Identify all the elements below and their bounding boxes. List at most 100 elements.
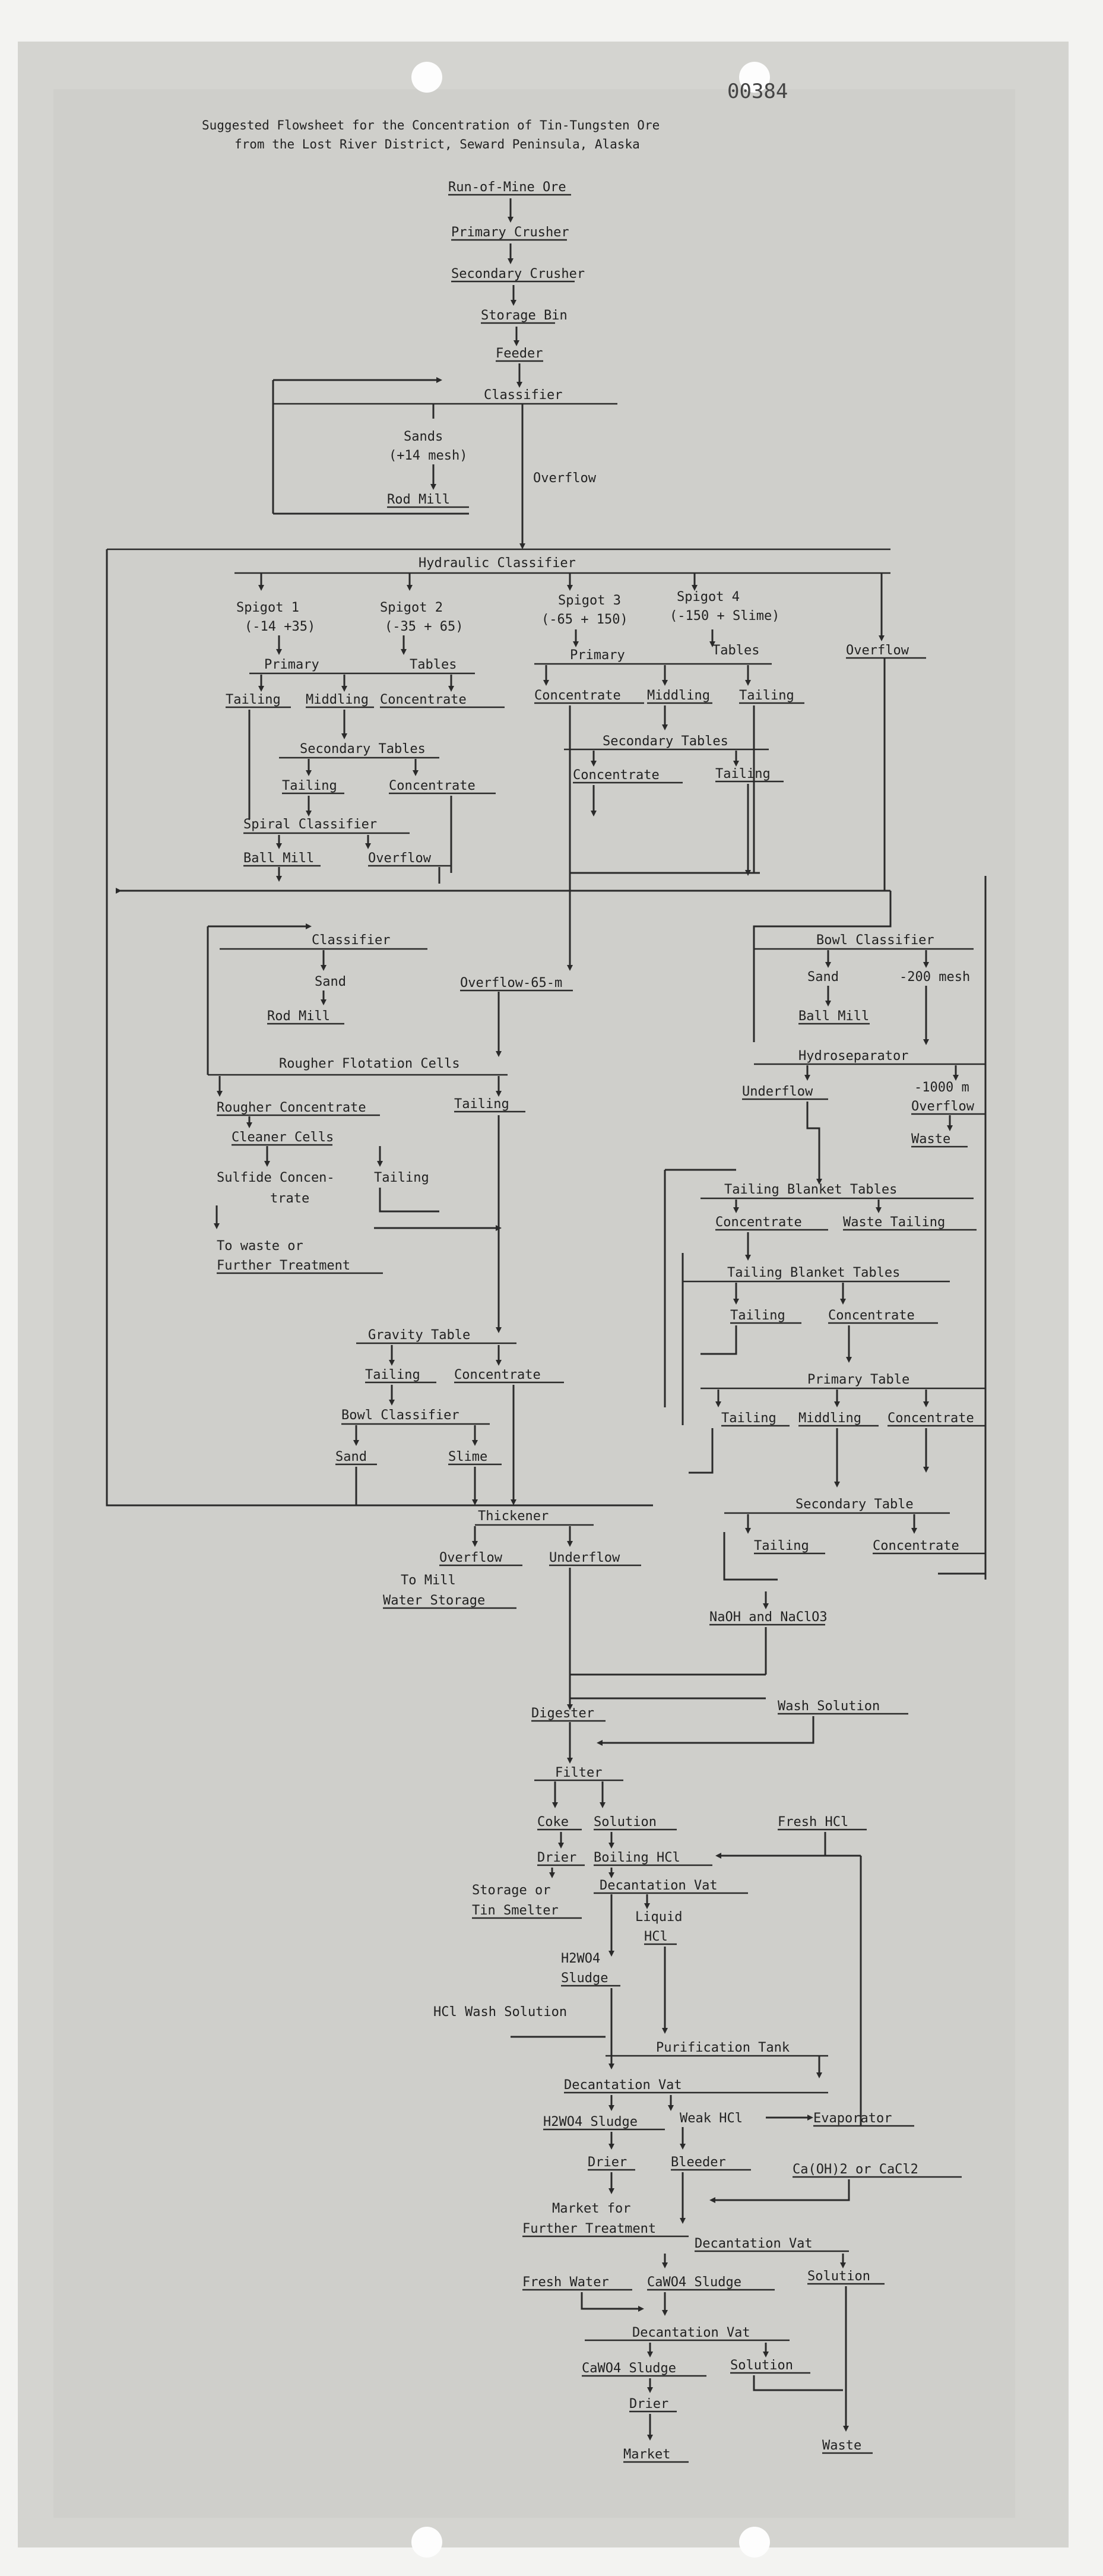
node-sands-mesh: (+14 mesh) [389, 448, 467, 463]
node-tailing-a: Tailing [226, 692, 281, 707]
node-run-of-mine: Run-of-Mine Ore [448, 180, 566, 195]
node-cawo4-sludge-1: CaWO4 Sludge [647, 2275, 741, 2290]
node-tbt1-concentrate: Concentrate [715, 1215, 802, 1230]
node-spiral-classifier: Spiral Classifier [243, 817, 377, 832]
node-sulfide-conc-1: Sulfide Concen- [217, 1170, 335, 1185]
punch-hole [411, 2527, 442, 2558]
node-caoh: Ca(OH)2 or CaCl2 [793, 2162, 918, 2177]
node-fresh-hcl: Fresh HCl [778, 1815, 848, 1830]
node-minus1000: -1000 m [914, 1080, 969, 1095]
document-number: 00384 [727, 80, 788, 103]
node-further-treatment-1: Further Treatment [217, 1258, 350, 1273]
node-spigot-1: Spigot 1 [236, 600, 299, 615]
node-hydroseparator: Hydroseparator [798, 1049, 908, 1064]
node-weak-hcl: Weak HCl [680, 2111, 743, 2126]
punch-hole [739, 62, 770, 93]
node-middling-r: Middling [647, 688, 710, 703]
node-sludge-a: Sludge [561, 1971, 608, 1986]
node-waste-h: Waste [911, 1132, 950, 1147]
node-ball-mill-1: Ball Mill [243, 851, 314, 866]
node-solution-3: Solution [730, 2358, 793, 2373]
node-rougher-tailing: Tailing [454, 1097, 509, 1112]
node-spigot-3: Spigot 3 [558, 593, 621, 608]
node-pt-concentrate: Concentrate [888, 1411, 974, 1426]
node-waste-final: Waste [822, 2438, 861, 2453]
crushing-section: Run-of-Mine Ore Primary Crusher Secondar… [272, 180, 617, 549]
node-drier-3: Drier [629, 2397, 668, 2412]
node-sand-2: Sand [315, 974, 346, 989]
node-rougher-concentrate: Rougher Concentrate [217, 1100, 366, 1115]
node-rod-mill-2: Rod Mill [267, 1009, 330, 1024]
node-sands: Sands [404, 429, 443, 444]
node-digester: Digester [531, 1706, 594, 1721]
lower-right-tables: Primary Table Tailing Middling Concentra… [570, 1372, 985, 1676]
node-th-overflow: Overflow [439, 1550, 503, 1565]
node-coke: Coke [537, 1815, 569, 1830]
node-overflow-h: Overflow [911, 1099, 975, 1114]
node-secondary-crusher: Secondary Crusher [451, 267, 585, 281]
node-tailing-sr: Tailing [715, 767, 771, 781]
node-primary-tables-b: Tables [410, 657, 457, 672]
slime-section: Bowl Classifier Sand -200 mesh Ball Mill… [664, 876, 987, 1580]
node-hcl-wash: HCl Wash Solution [433, 2005, 567, 2020]
node-tailing-sl: Tailing [282, 779, 337, 793]
flowsheet-paper [53, 89, 1015, 2518]
node-decantation-vat-1: Decantation Vat [600, 1878, 718, 1893]
node-storage-bin: Storage Bin [481, 308, 568, 323]
node-tin-smelter: Tin Smelter [472, 1903, 559, 1918]
node-to-waste: To waste or [217, 1239, 303, 1254]
node-purification-tank: Purification Tank [656, 2040, 790, 2055]
node-st-concentrate: Concentrate [873, 1539, 959, 1553]
node-primary-tables-a: Primary [264, 657, 319, 672]
node-secondary-table-x: Secondary Table [795, 1497, 914, 1512]
node-st-tailing: Tailing [754, 1539, 809, 1553]
node-gravity-table: Gravity Table [368, 1328, 470, 1343]
title-line-2: from the Lost River District, Seward Pen… [234, 137, 640, 151]
gravity-table-section: Gravity Table Tailing Concentrate Bowl C… [335, 1328, 766, 1710]
node-primary-tables-r-a: Primary [570, 648, 625, 663]
node-overflow-1: Overflow [533, 471, 597, 486]
node-spigot-4-size: (-150 + Slime) [670, 609, 779, 624]
node-primary-crusher: Primary Crusher [451, 225, 569, 240]
node-h2wo4-sludge: H2WO4 Sludge [543, 2115, 638, 2129]
node-classifier-2: Classifier [312, 933, 390, 948]
node-bc2-sand: Sand [335, 1450, 367, 1464]
chemical-section: Digester Wash Solution Filter Coke Solut… [433, 1699, 962, 2463]
node-gt-tailing: Tailing [365, 1368, 420, 1382]
node-pt-tailing: Tailing [721, 1411, 776, 1426]
node-tbt1-waste: Waste Tailing [843, 1215, 945, 1230]
node-primary-table-x: Primary Table [807, 1372, 909, 1387]
punch-hole [739, 2527, 770, 2558]
node-sulfide-conc-2: trate [270, 1191, 309, 1206]
node-tbt2-tailing: Tailing [730, 1308, 785, 1323]
node-pt-middling: Middling [798, 1411, 861, 1426]
node-rod-mill-1: Rod Mill [387, 492, 450, 507]
node-classifier-1: Classifier [484, 388, 562, 403]
node-bc2-slime: Slime [448, 1450, 487, 1464]
node-market: Market [623, 2447, 670, 2462]
node-feeder: Feeder [496, 346, 543, 361]
node-naoh: NaOH and NaClO3 [709, 1610, 828, 1625]
node-gt-concentrate: Concentrate [454, 1368, 541, 1382]
node-bowl-classifier-2: Bowl Classifier [341, 1408, 459, 1423]
node-cawo4-sludge-2: CaWO4 Sludge [582, 2361, 676, 2376]
node-to-mill: To Mill [401, 1573, 456, 1588]
node-middling-a: Middling [306, 692, 369, 707]
node-secondary-tables-r: Secondary Tables [603, 734, 728, 749]
document-sheet [18, 42, 1069, 2547]
node-thickener: Thickener [478, 1509, 549, 1524]
node-decantation-vat-4: Decantation Vat [632, 2325, 750, 2340]
node-hydraulic-classifier: Hydraulic Classifier [419, 556, 576, 571]
node-water-storage: Water Storage [383, 1593, 485, 1608]
node-overflow-65: Overflow-65-m [460, 976, 562, 990]
punch-hole [411, 62, 442, 93]
hydraulic-classifier-section: Hydraulic Classifier Spigot 1 (-14 +35) … [106, 548, 926, 1507]
node-solution: Solution [594, 1815, 657, 1830]
node-spigot-2: Spigot 2 [380, 600, 443, 615]
node-hc-overflow: Overflow [846, 643, 909, 658]
node-bowl-classifier-1: Bowl Classifier [816, 933, 934, 948]
node-underflow-h: Underflow [742, 1084, 813, 1099]
node-h2wo4-a: H2WO4 [561, 1951, 600, 1966]
node-tbt2: Tailing Blanket Tables [727, 1265, 900, 1280]
